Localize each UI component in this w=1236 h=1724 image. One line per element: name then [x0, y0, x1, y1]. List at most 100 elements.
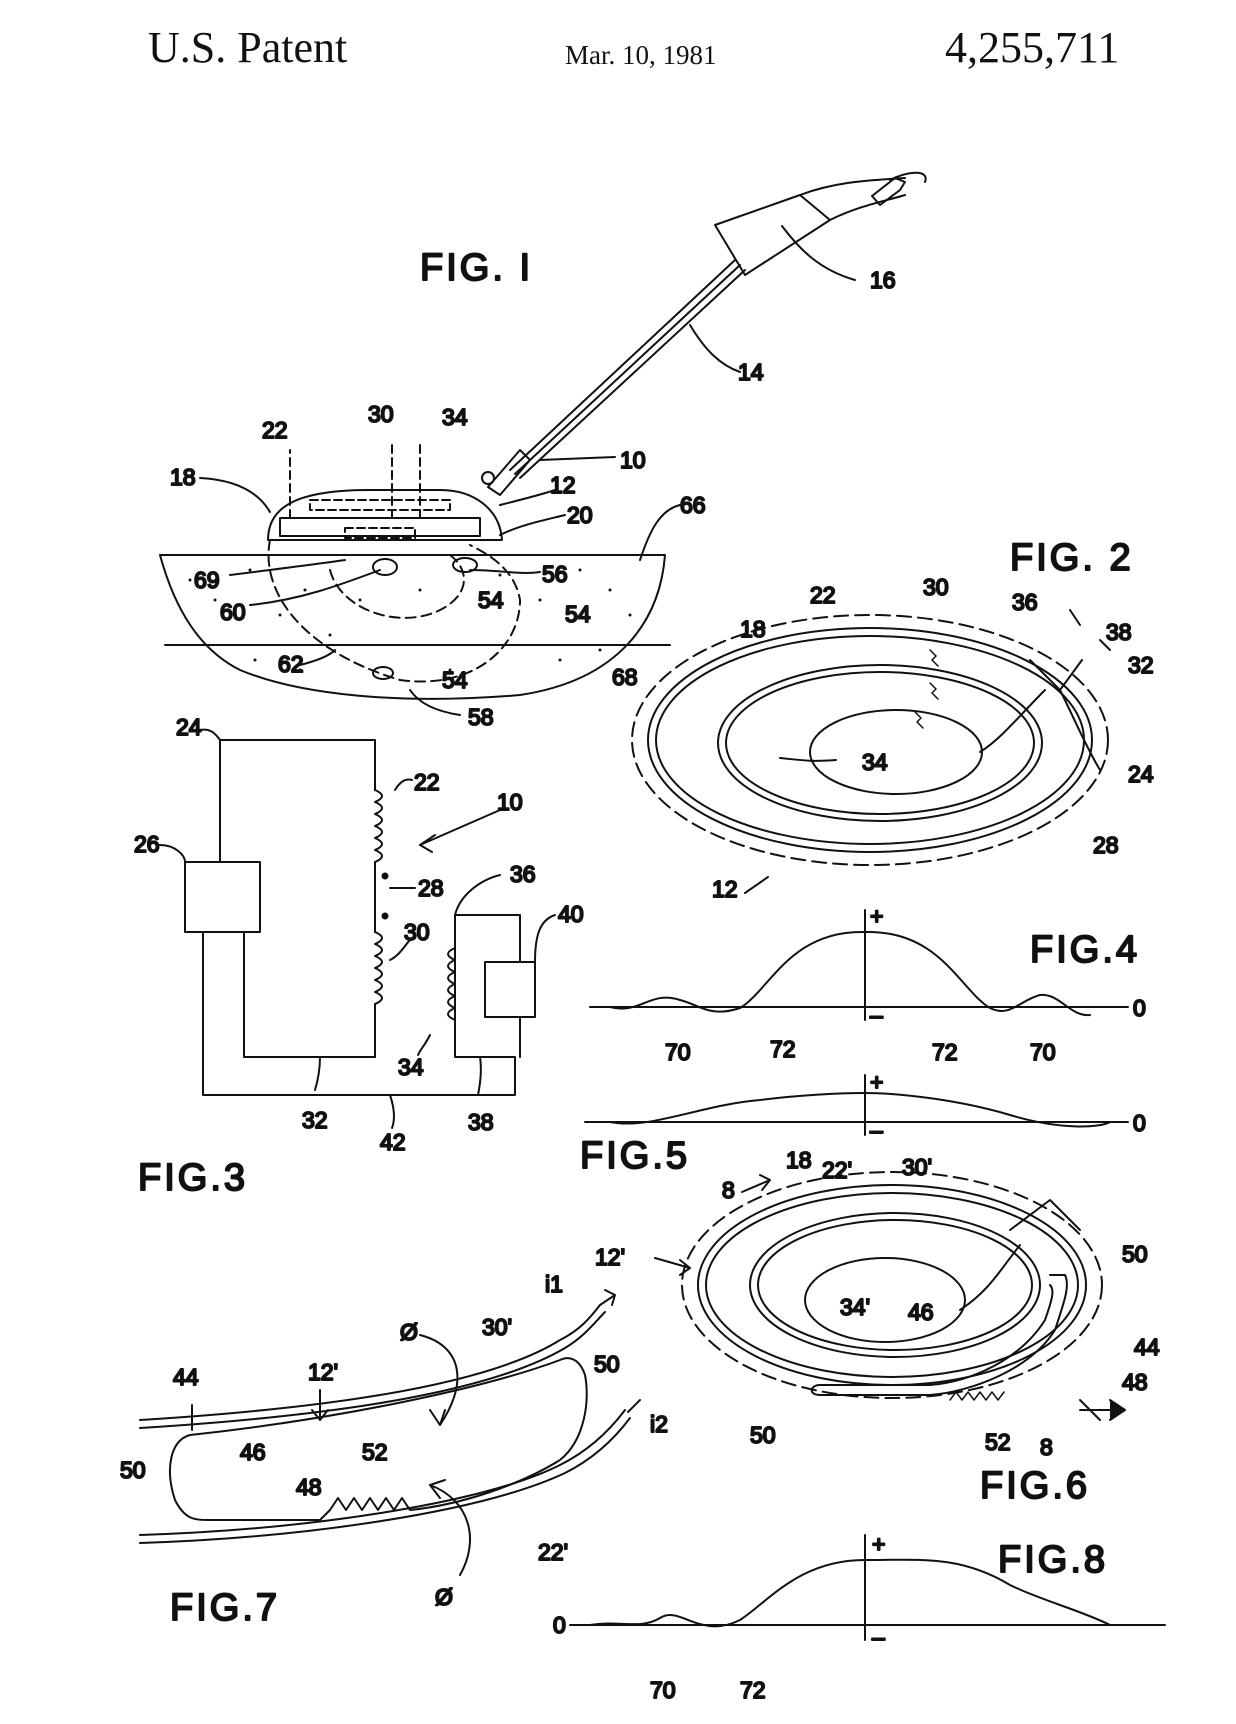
ref-50a: 50: [1122, 1241, 1148, 1267]
axis-plus: +: [870, 1069, 883, 1095]
ref-70: 70: [650, 1677, 676, 1703]
fig4-caption: FIG.4: [1030, 929, 1140, 971]
ref-60: 60: [220, 599, 246, 625]
ref-12p: 12': [595, 1244, 625, 1270]
ref-20: 20: [567, 502, 593, 528]
ref-36: 36: [1012, 589, 1038, 615]
axis-zero: 0: [1133, 1110, 1146, 1136]
fig4-drawing: [589, 909, 1129, 1021]
ref-48: 48: [1122, 1369, 1148, 1395]
fig8-drawing: [569, 1534, 1166, 1641]
patent-header-label: U.S. Patent: [148, 23, 348, 72]
ref-22: 22: [262, 417, 288, 443]
fig7-labels: 12' Ø 30' i1 44 50 46 48 52 50 i2 22' Ø: [119, 1270, 669, 1611]
ref-50b: 50: [750, 1422, 776, 1448]
ref-42: 42: [380, 1129, 406, 1155]
fig1-caption: FIG. I: [420, 247, 533, 289]
fig1-drawing: [159, 171, 927, 716]
ref-44: 44: [1134, 1334, 1160, 1360]
ref-48: 48: [296, 1474, 322, 1500]
ref-16: 16: [870, 267, 896, 293]
patent-date: Mar. 10, 1981: [565, 40, 717, 70]
ref-68: 68: [612, 664, 638, 690]
ref-44: 44: [173, 1364, 199, 1390]
patent-number: 4,255,711: [945, 23, 1120, 72]
fig7-drawing: [139, 1289, 641, 1576]
ref-40: 40: [558, 901, 584, 927]
axis-minus: –: [870, 1117, 883, 1143]
ref-34: 34: [398, 1054, 424, 1080]
ref-50a: 50: [120, 1457, 146, 1483]
fig1-labels: 16 14 10 12 20 66 18 22 30 34 69 60 56 5…: [169, 266, 897, 731]
fig7-caption: FIG.7: [170, 1587, 280, 1629]
fig8-caption: FIG.8: [998, 1539, 1108, 1581]
ref-14: 14: [738, 359, 764, 385]
ref-72: 72: [740, 1677, 766, 1703]
fig3-drawing: [159, 728, 556, 1129]
ref-56: 56: [542, 561, 568, 587]
fig6-drawing: [654, 1171, 1126, 1421]
ref-36: 36: [510, 861, 536, 887]
ref-10: 10: [497, 789, 523, 815]
axis-minus: –: [872, 1624, 885, 1650]
fig6-labels: 8 18 22' 30' 12' 34' 46 50 44 48 50 52 8: [594, 1146, 1161, 1461]
axis-zero: 0: [1133, 995, 1146, 1021]
ref-30p: 30': [902, 1154, 932, 1180]
ref-30: 30: [368, 401, 394, 427]
fig3-labels: 24 22 10 26 28 36 40 30 34 32 38 42: [133, 713, 585, 1156]
ref-70a: 70: [665, 1039, 691, 1065]
ref-12: 12: [550, 472, 576, 498]
ref-22p: 22': [822, 1157, 852, 1183]
current-i1: i1: [545, 1271, 563, 1297]
ref-34p: 34': [840, 1294, 870, 1320]
axis-plus: +: [872, 1531, 885, 1557]
flux-phi-bottom: Ø: [435, 1584, 453, 1610]
flux-phi-top: Ø: [400, 1319, 418, 1345]
ref-72a: 72: [770, 1036, 796, 1062]
ref-22: 22: [414, 769, 440, 795]
ref-38: 38: [468, 1109, 494, 1135]
ref-22: 22: [810, 582, 836, 608]
ref-46: 46: [908, 1299, 934, 1325]
ref-50b: 50: [594, 1351, 620, 1377]
fig5-labels: + – 0: [869, 1068, 1147, 1144]
fig5-caption: FIG.5: [580, 1135, 690, 1177]
fig5-drawing: [584, 1074, 1129, 1136]
fig2-caption: FIG. 2: [1010, 537, 1134, 579]
ref-28: 28: [1093, 832, 1119, 858]
ref-46: 46: [240, 1439, 266, 1465]
ref-22p: 22': [538, 1539, 568, 1565]
ref-32: 32: [302, 1107, 328, 1133]
ref-30p: 30': [482, 1314, 512, 1340]
ref-34: 34: [862, 749, 888, 775]
ref-62: 62: [278, 651, 304, 677]
ref-66: 66: [680, 492, 706, 518]
ref-24: 24: [1128, 761, 1154, 787]
ref-12p: 12': [308, 1359, 338, 1385]
fig8-labels: + – 0 70 72: [552, 1530, 886, 1704]
ref-30: 30: [923, 574, 949, 600]
ref-8a: 8: [722, 1177, 735, 1203]
ref-18: 18: [786, 1147, 812, 1173]
ref-38: 38: [1106, 619, 1132, 645]
ref-70b: 70: [1030, 1039, 1056, 1065]
ref-24: 24: [176, 714, 202, 740]
axis-zero: 0: [553, 1612, 566, 1638]
ref-32: 32: [1128, 652, 1154, 678]
ref-69: 69: [194, 567, 220, 593]
ref-30: 30: [404, 919, 430, 945]
axis-plus: +: [870, 903, 883, 929]
ref-34: 34: [442, 404, 468, 430]
ref-52: 52: [985, 1429, 1011, 1455]
fig4-labels: + – 0 70 72 72 70: [664, 902, 1147, 1066]
ref-28: 28: [418, 875, 444, 901]
ref-58: 58: [468, 704, 494, 730]
fig2-drawing: [631, 609, 1111, 894]
ref-54b: 54: [565, 601, 591, 627]
ref-12: 12: [712, 876, 738, 902]
ref-18: 18: [740, 616, 766, 642]
ref-10: 10: [620, 447, 646, 473]
ref-18: 18: [170, 464, 196, 490]
axis-minus: –: [870, 1002, 883, 1028]
